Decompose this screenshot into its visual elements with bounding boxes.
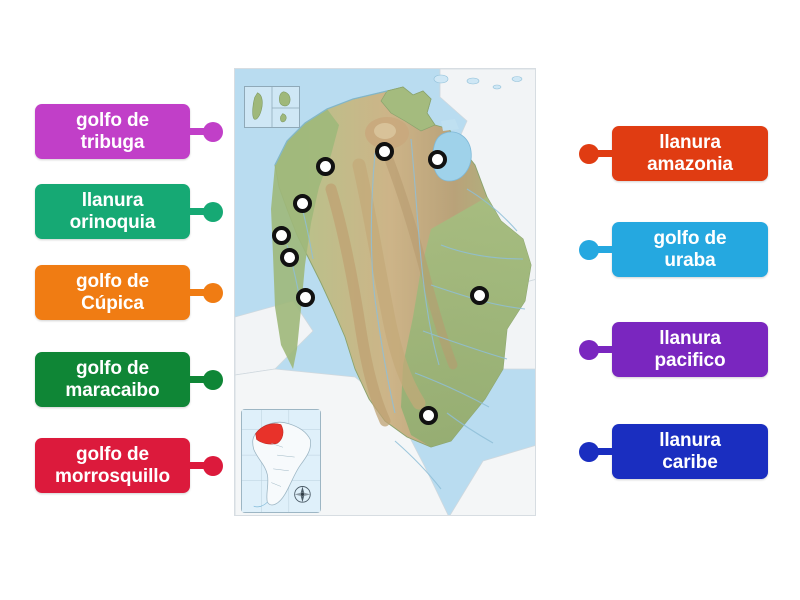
- connector-stem: [189, 128, 205, 135]
- connector-knob[interactable]: [203, 121, 223, 142]
- map-marker-m7[interactable]: [295, 287, 315, 307]
- connector-knob[interactable]: [203, 455, 223, 476]
- map-marker-m3[interactable]: [315, 156, 335, 176]
- archipielago-inset: [244, 86, 300, 128]
- connector-knob[interactable]: [579, 143, 599, 164]
- map-panel[interactable]: [234, 68, 536, 516]
- connector-stem: [189, 376, 205, 383]
- suramerica-inset: [241, 409, 321, 513]
- map-marker-m2[interactable]: [427, 149, 447, 169]
- connector-stem: [597, 246, 613, 253]
- connector-stem: [189, 462, 205, 469]
- connector-stem: [189, 208, 205, 215]
- connector-stem: [597, 448, 613, 455]
- connector-knob[interactable]: [203, 369, 223, 390]
- connector-knob[interactable]: [579, 441, 599, 462]
- map-marker-m1[interactable]: [374, 141, 394, 161]
- connector-knob[interactable]: [203, 282, 223, 303]
- connector-stem: [597, 150, 613, 157]
- connector-knob[interactable]: [579, 339, 599, 360]
- connector-stem: [189, 289, 205, 296]
- map-marker-m9[interactable]: [418, 405, 438, 425]
- connector-knob[interactable]: [203, 201, 223, 222]
- connector-knob[interactable]: [579, 239, 599, 260]
- map-marker-m5[interactable]: [271, 225, 291, 245]
- map-marker-m8[interactable]: [469, 285, 489, 305]
- map-marker-m4[interactable]: [292, 193, 312, 213]
- connector-stem: [597, 346, 613, 353]
- map-marker-m6[interactable]: [279, 247, 299, 267]
